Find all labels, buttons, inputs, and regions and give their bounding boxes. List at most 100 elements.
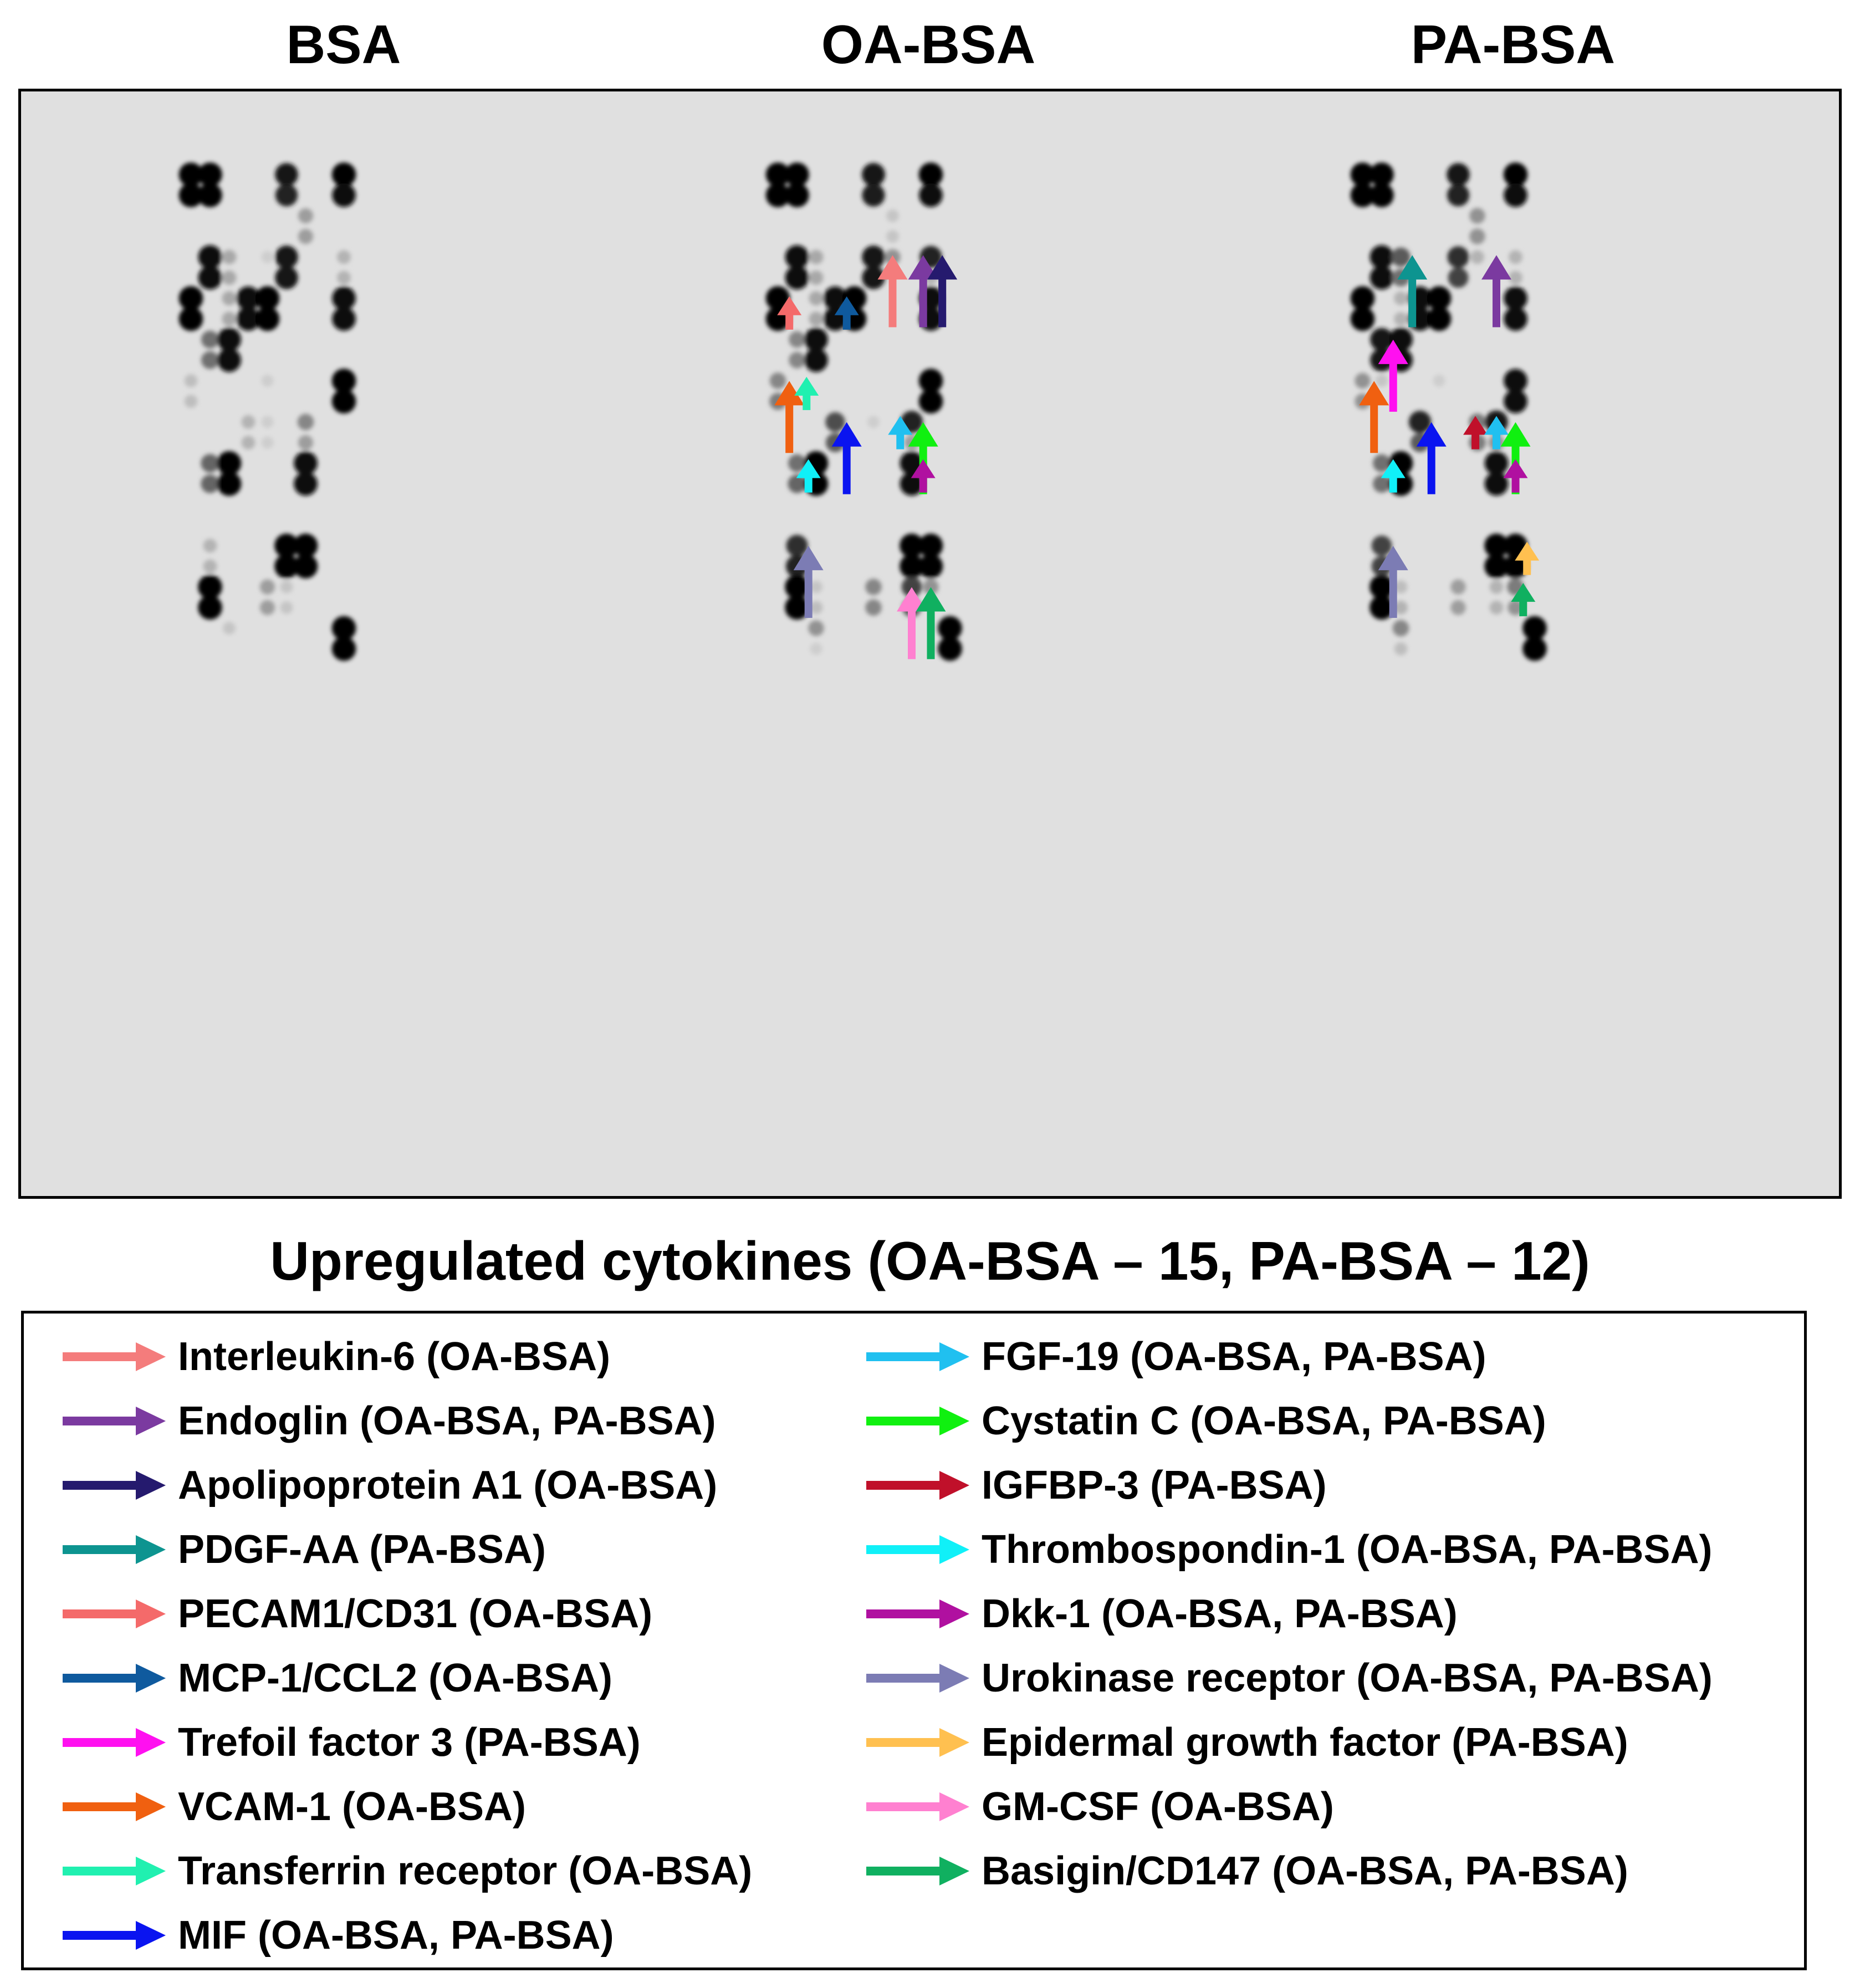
array-spot <box>236 307 260 331</box>
legend-item-fgf-19: FGF-19 (OA-BSA, PA-BSA) <box>866 1325 1713 1389</box>
arrow-up-icon-fgf19 <box>888 416 913 449</box>
array-spot <box>1394 312 1408 326</box>
array-spot <box>241 415 256 429</box>
array-spot <box>217 348 241 372</box>
array-spot <box>918 162 943 187</box>
array-spot <box>1373 454 1391 472</box>
arrow-up-icon-dkk1 <box>1503 459 1528 493</box>
array-spot <box>789 352 805 369</box>
array-spot <box>1371 535 1392 556</box>
arrow-right-icon <box>866 1471 969 1500</box>
array-spot <box>1370 245 1394 269</box>
arrow-right-icon <box>866 1857 969 1885</box>
array-spot <box>923 579 939 595</box>
legend-item-thrombospondin-1: Thrombospondin-1 (OA-BSA, PA-BSA) <box>866 1517 1713 1582</box>
array-spot <box>280 580 293 594</box>
legend-label: Cystatin C (OA-BSA, PA-BSA) <box>982 1399 1546 1443</box>
legend-item-apolipoprotein-a1: Apolipoprotein A1 (OA-BSA) <box>63 1453 752 1517</box>
array-spot <box>1469 208 1485 224</box>
array-spot <box>809 601 823 614</box>
array-spot <box>1370 328 1393 351</box>
array-spot <box>809 311 824 326</box>
legend-label: MCP-1/CCL2 (OA-BSA) <box>178 1656 612 1700</box>
legend-label: Dkk-1 (OA-BSA, PA-BSA) <box>982 1592 1458 1636</box>
array-spot <box>241 436 256 449</box>
legend-label: Epidermal growth factor (PA-BSA) <box>982 1720 1628 1765</box>
array-spot <box>198 183 222 207</box>
array-spot <box>786 535 808 557</box>
legend-column-right: FGF-19 (OA-BSA, PA-BSA) Cystatin C (OA-BS… <box>866 1325 1713 1903</box>
array-spot <box>298 208 314 223</box>
array-spot <box>201 330 219 349</box>
array-spot <box>1484 451 1509 476</box>
arrow-up-icon-endoglin <box>1481 255 1511 328</box>
array-spot <box>809 249 824 264</box>
array-spot <box>293 533 318 558</box>
array-spot <box>178 286 203 310</box>
array-spot <box>178 306 203 331</box>
group-title-pa-bsa: PA-BSA <box>1411 14 1616 75</box>
array-spot <box>1427 286 1452 310</box>
array-spot <box>1350 306 1375 331</box>
array-spot <box>275 163 298 186</box>
array-spot <box>1522 616 1547 641</box>
arrow-up-icon-mif <box>831 422 862 494</box>
legend-label: PDGF-AA (PA-BSA) <box>178 1527 546 1572</box>
array-spot <box>1370 575 1394 599</box>
array-spot <box>1447 246 1469 268</box>
array-spot <box>261 251 274 263</box>
array-spot <box>259 579 275 595</box>
array-spot <box>918 533 943 558</box>
array-spot <box>184 374 198 387</box>
legend-item-vcam-1: VCAM-1 (OA-BSA) <box>63 1775 752 1839</box>
array-spot <box>1489 580 1504 594</box>
arrow-up-icon-tsp1 <box>796 459 821 493</box>
array-spot <box>1484 533 1509 558</box>
arrow-up-icon-dkk1 <box>911 459 936 493</box>
array-spot <box>785 183 809 207</box>
array-spot <box>808 620 824 636</box>
array-spot <box>1504 389 1527 413</box>
cytokine-array-blot-panel <box>18 89 1842 1199</box>
array-spot <box>201 474 219 493</box>
array-spot <box>918 389 943 413</box>
array-spot <box>785 575 809 599</box>
arrow-up-icon-mcp1 <box>834 296 859 330</box>
array-spot <box>862 246 885 269</box>
array-spot <box>184 395 198 408</box>
legend-label: MIF (OA-BSA, PA-BSA) <box>178 1913 614 1958</box>
array-spot <box>901 576 922 597</box>
arrow-right-icon <box>63 1728 166 1757</box>
array-spot <box>217 472 242 496</box>
array-spot <box>1370 265 1394 290</box>
arrow-up-icon-gmcsf <box>897 587 927 660</box>
array-spot <box>1427 306 1452 331</box>
legend-label: PECAM1/CD31 (OA-BSA) <box>178 1592 653 1636</box>
arrow-right-icon <box>63 1792 166 1821</box>
array-spot <box>1408 411 1432 433</box>
array-spot <box>223 622 236 635</box>
array-spot <box>1503 162 1528 187</box>
arrow-right-icon <box>63 1664 166 1693</box>
array-spot <box>1504 369 1527 393</box>
array-spot <box>938 636 962 661</box>
array-spot <box>201 351 219 369</box>
array-spot <box>1489 600 1504 615</box>
arrow-right-icon <box>63 1342 166 1371</box>
array-spot <box>1448 267 1469 288</box>
array-spot <box>331 616 356 641</box>
array-spot <box>1484 472 1509 496</box>
array-spot <box>1394 291 1408 305</box>
array-spot <box>862 163 885 186</box>
array-spot <box>765 162 790 187</box>
legend-item-pecam1-cd31: PECAM1/CD31 (OA-BSA) <box>63 1582 752 1646</box>
arrow-up-icon-tsp1 <box>1381 459 1406 493</box>
array-spot <box>900 554 924 579</box>
array-spot <box>1522 636 1547 661</box>
array-spot <box>1391 247 1411 267</box>
arrow-right-icon <box>63 1471 166 1500</box>
array-spot <box>198 162 222 187</box>
array-spot <box>823 286 847 310</box>
arrow-up-icon-mif <box>1416 422 1447 494</box>
array-spot <box>1447 184 1470 207</box>
